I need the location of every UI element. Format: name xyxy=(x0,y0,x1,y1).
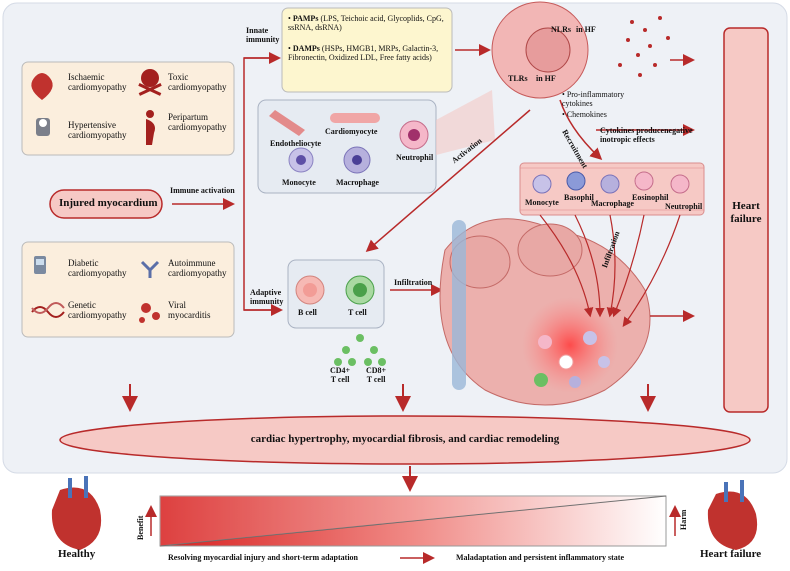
pamps-damps-box xyxy=(281,7,453,93)
heart-failure-bottom-label: Heart failure xyxy=(700,548,762,560)
etiology-toxic: Toxic cardiomyopathy xyxy=(168,72,227,93)
etiology-box-top xyxy=(21,61,235,156)
etiology-genetic: Genetic cardiomyopathy xyxy=(68,300,127,321)
etiology-peripartum: Peripartum cardiomyopathy xyxy=(168,112,227,133)
damps-text: • DAMPs (HSPs, HMGB1, MRPs, Galactin-3, … xyxy=(288,44,439,63)
harm-label: Harm xyxy=(679,509,688,530)
pro-inflammatory-bullet: • Pro-inflammatory cytokines xyxy=(562,90,625,109)
cd8-label: CD8+ T cell xyxy=(366,366,387,385)
injured-myocardium-label: Injured myocardium xyxy=(59,197,158,209)
cardiomyocyte-label: Cardiomyocyte xyxy=(325,127,378,136)
antibody-icon xyxy=(140,260,160,278)
heart-failure-box xyxy=(723,27,769,413)
tlrs-hf-label: in HF xyxy=(536,74,556,83)
pamps-text: • PAMPs (LPS, Teichoic acid, Glycoplids,… xyxy=(288,14,444,33)
etiology-diabetic: Diabetic cardiomyopathy xyxy=(68,258,127,279)
healthy-label: Healthy xyxy=(58,548,96,560)
etiology-ischaemic: Ischaemic cardiomyopathy xyxy=(68,72,127,93)
healthy-heart-icon xyxy=(51,476,102,550)
heart-failure-side-label: Heart failure xyxy=(730,200,762,225)
innate-immunity-label: Innate immunity xyxy=(246,26,280,45)
infiltration-label: Infiltration xyxy=(394,278,433,287)
heart-illustration xyxy=(439,218,651,406)
nlrs-label: NLRs xyxy=(551,25,572,34)
virus-icon xyxy=(139,303,160,323)
endotheliocyte-label: Endotheliocyte xyxy=(270,139,322,148)
left-caption: Resolving myocardial injury and short-te… xyxy=(168,553,358,562)
nlrs-hf-label: in HF xyxy=(576,25,596,34)
macrophage-label: Macrophage xyxy=(336,178,379,187)
failing-heart-icon xyxy=(707,480,758,550)
tlrs-label: TLRs xyxy=(508,74,528,83)
cytokines-effect-label: Cytokines producenegative inotropic effe… xyxy=(600,126,693,145)
glucose-meter-icon xyxy=(34,256,46,274)
immune-activation-label: Immune activation xyxy=(170,186,235,195)
vessel-monocyte-label: Monocyte xyxy=(525,198,559,207)
neutrophil-label: Neutrophil xyxy=(396,153,434,162)
vessel-basophil-label: Basophil xyxy=(564,193,594,202)
cd4-label: CD4+ T cell xyxy=(330,366,351,385)
etiology-autoimmune: Autoimmune cardiomyopathy xyxy=(168,258,227,279)
chemokines-bullet: • Chemokines xyxy=(562,110,607,119)
heart-icon xyxy=(31,73,53,100)
etiology-hypertensive: Hypertensive cardiomyopathy xyxy=(68,120,127,141)
benefit-label: Benefit xyxy=(136,515,145,540)
right-caption: Maladaptation and persistent inflammator… xyxy=(456,553,624,562)
adaptive-immunity-label: Adaptive immunity xyxy=(250,288,284,307)
vessel-neutrophil-label: Neutrophil xyxy=(665,202,703,211)
remodeling-label: cardiac hypertrophy, myocardial fibrosis… xyxy=(250,433,560,445)
remodeling-ellipse xyxy=(59,415,751,465)
blood-pressure-icon xyxy=(36,118,50,136)
vessel-macrophage-label: Macrophage xyxy=(591,199,634,208)
t-cell-label: T cell xyxy=(348,308,367,317)
etiology-viral: Viral myocarditis xyxy=(168,300,211,321)
skull-icon xyxy=(138,69,162,96)
injured-myocardium-pill xyxy=(49,189,163,219)
vessel-eosinophil-label: Eosinophil xyxy=(632,193,669,202)
monocyte-label: Monocyte xyxy=(282,178,316,187)
b-cell-label: B cell xyxy=(298,308,317,317)
dna-icon xyxy=(31,302,65,318)
etiology-box-bottom xyxy=(21,241,235,338)
pregnant-woman-icon xyxy=(146,110,155,145)
